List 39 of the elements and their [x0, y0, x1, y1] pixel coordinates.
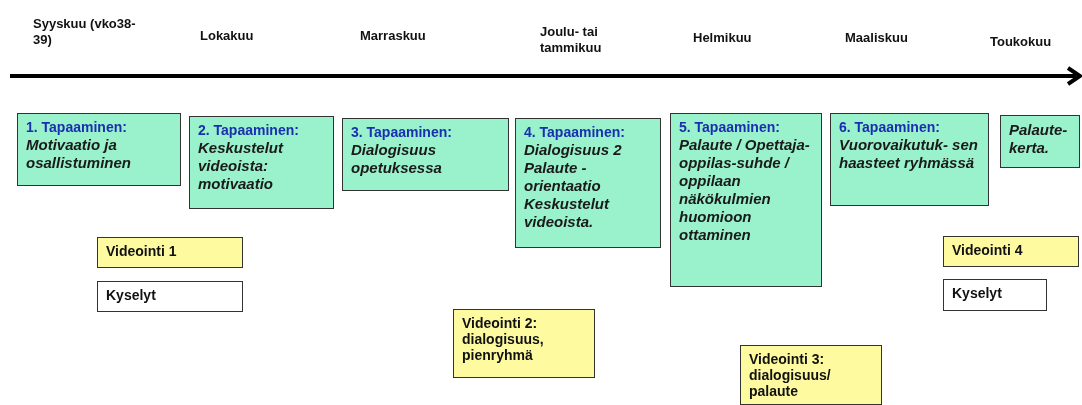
- video-box: [740, 345, 882, 405]
- session-box: [830, 113, 989, 206]
- session-topic: Dialogisuus opetuksessa: [351, 141, 443, 177]
- session-topic: Motivaatio ja osallistuminen: [26, 136, 133, 172]
- video-box: [943, 236, 1079, 267]
- session-heading: 4. Tapaaminen:: [524, 124, 626, 141]
- session-heading: 2. Tapaaminen:: [198, 122, 300, 139]
- month-label: Maaliskuu: [845, 30, 909, 46]
- month-label: Marraskuu: [360, 28, 427, 44]
- survey-box: [943, 279, 1047, 311]
- video-label: Videointi 2: dialogisuus, pienryhmä: [462, 315, 545, 363]
- video-box: [97, 237, 243, 268]
- video-label: Videointi 1: [106, 243, 178, 259]
- session-heading: 3. Tapaaminen:: [351, 124, 453, 141]
- session-heading: 6. Tapaaminen:: [839, 119, 941, 136]
- session-box: [670, 113, 822, 287]
- session-heading: 5. Tapaaminen:: [679, 119, 781, 136]
- survey-label: Kyselyt: [952, 285, 1003, 301]
- video-box: [453, 309, 595, 378]
- video-label: Videointi 3: dialogisuus/ palaute: [749, 351, 832, 399]
- session-topic: Dialogisuus 2 Palaute - orientaatio Keskustelut videoista.: [524, 141, 623, 231]
- month-label: Lokakuu: [200, 28, 255, 44]
- session-box: [515, 118, 661, 248]
- session-box: [342, 118, 509, 191]
- session-topic: Keskustelut videoista: motivaatio: [198, 139, 285, 193]
- session-heading: 1. Tapaaminen:: [26, 119, 128, 136]
- survey-box: [97, 281, 243, 312]
- session-topic: Palaute / Opettaja- oppilas-suhde / oppilaan näkökulmien huomioon ottaminen: [679, 136, 811, 244]
- session-box: [1000, 115, 1080, 168]
- month-label: Joulu- tai tammikuu: [540, 24, 603, 56]
- session-topic: Vuorovaikutuk- sen haasteet ryhmässä: [839, 136, 979, 172]
- month-label: Toukokuu: [990, 34, 1053, 50]
- session-box: [17, 113, 181, 186]
- video-label: Videointi 4: [952, 242, 1024, 258]
- session-box: [189, 116, 334, 209]
- session-topic: Palaute- kerta.: [1009, 121, 1069, 157]
- month-label: Helmikuu: [693, 30, 753, 46]
- month-label: Syyskuu (vko38-39): [33, 16, 137, 48]
- survey-label: Kyselyt: [106, 287, 157, 303]
